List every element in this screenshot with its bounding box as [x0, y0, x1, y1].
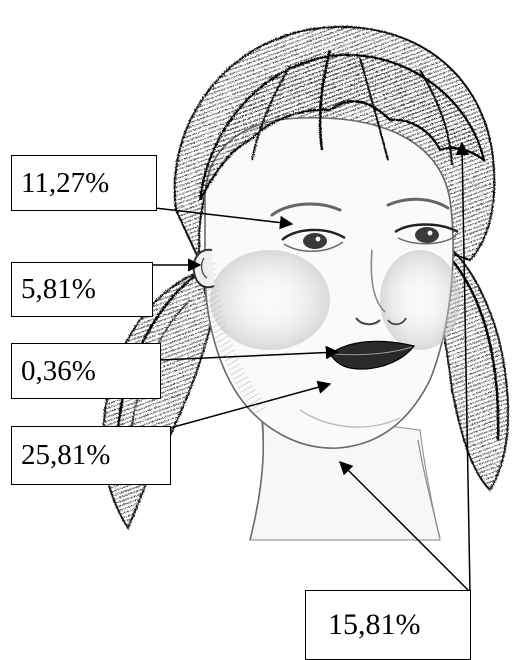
- leader-hair: [462, 143, 470, 592]
- leader-eyes: [155, 208, 292, 224]
- label-mouth: 0,36%: [11, 343, 161, 399]
- label-eyes: 11,27%: [11, 155, 157, 211]
- label-chin: 25,81%: [11, 426, 171, 485]
- leader-mouth: [160, 352, 338, 360]
- leader-chin: [170, 384, 330, 428]
- leader-neck: [340, 462, 470, 592]
- label-ear: 5,81%: [11, 262, 153, 317]
